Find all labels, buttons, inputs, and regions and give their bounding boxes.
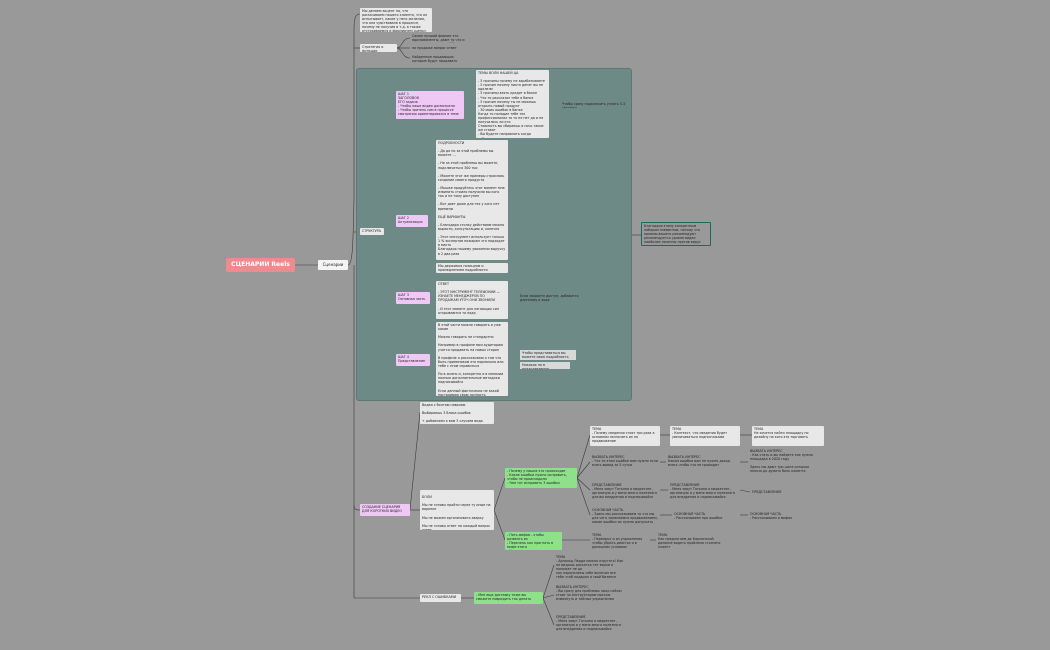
relax-green-branch[interactable]: - Мне еще доставку тоже вы сможете повре… <box>474 592 543 604</box>
case1-main-1[interactable]: ОСНОВНАЯ ЧАСТЬ- Здесь мы рассказываем то… <box>590 507 660 531</box>
step1-node[interactable]: ШАГ 1 ЗАГОЛОВОК ЕГО задача - Чтобы наше … <box>396 91 464 119</box>
hooks-title: БОЛИ <box>422 495 432 500</box>
green-branch-2[interactable]: - Пять мифов - чтобы развеять их - Переч… <box>505 532 562 550</box>
case1-topic-2[interactable]: ТЕМА- Контекст, что сведения будет увели… <box>670 426 740 446</box>
case1-main-3[interactable]: ОСНОВНАЯ ЧАСТЬ- Рассказываем о мифах <box>748 511 818 525</box>
intro-note[interactable]: Мы делаем акцент на, что раскачиваем наш… <box>360 8 432 32</box>
case1-main-3-text: - Рассказываем о мифах <box>750 516 793 521</box>
structure-summary-note[interactable]: Благодаря этому конкретным набором элеме… <box>641 222 711 246</box>
case1-main-2-text: - Рассказываем про ошибки <box>674 516 723 521</box>
case1-intro-1[interactable]: ПРЕДСТАВЛЕНИЕ- Меня зовут Татьяна я марк… <box>590 482 660 504</box>
case1-topic-1-text: - Почему сведения стоят три раза а основ… <box>592 431 655 444</box>
relax-interest-text: - Вы сразу для проблемы лицо сейчас стои… <box>556 589 623 602</box>
case1-intro-2-title: ПРЕДСТАВЛЕНИЕ <box>670 483 700 487</box>
relax-topic[interactable]: ТЕМА- Арнольд Ледди можно отругать! Как … <box>554 554 626 580</box>
relax-intro-title: ПРЕДСТАВЛЕНИЕ <box>556 615 586 619</box>
root-node[interactable]: СЦЕНАРИИ Reels <box>226 258 295 272</box>
strategy-node[interactable]: Стратегия и функции <box>360 44 397 52</box>
case1-main-2-title: ОСНОВНАЯ ЧАСТЬ <box>674 512 706 516</box>
create-info[interactable]: Видео с болтаю навалом Выбираешь 3 блока… <box>420 402 494 424</box>
strategy-item-1[interactable]: Самое лучший формат это единомоменты, да… <box>412 34 465 43</box>
case1-intro-1-title: ПРЕДСТАВЛЕНИЕ <box>592 483 622 487</box>
case1-intro-2-text: - Меня зовут Татьяна я маркетинг, органи… <box>670 487 736 500</box>
step4-node[interactable]: ШАГ 4 Представление <box>396 354 430 366</box>
case1-interest-3[interactable]: ВЫЗВАТЬ ИНТЕРЕС- Как стать и вы найдете … <box>748 448 824 480</box>
case1-topic-3-title: ТЕМА <box>754 427 764 431</box>
strategy-item-3[interactable]: Найденные продающие, которые будут прода… <box>412 55 458 64</box>
step3-content[interactable]: ОТВЕТ - ЭТОТ ИНСТРУМЕНТ ТЕЛЕФОНИИ — УЗНА… <box>436 281 508 319</box>
relax-topic-text: - Арнольд Ледди можно отругать! Как не в… <box>556 559 624 580</box>
case1-interest-2-title: ВЫЗВАТЬ ИНТЕРЕС <box>668 455 701 459</box>
case2-topic-2-title: ТЕМА <box>658 533 668 537</box>
hooks-text: Мы не готовы пройти через ту иные на вор… <box>422 503 491 530</box>
case2-topic-1-title: ТЕМА <box>592 533 602 537</box>
step4-content[interactable]: В этой части можно говорить и уже какие … <box>436 322 508 396</box>
case1-topic-1[interactable]: ТЕМА- Почему сведения стоят три раза а о… <box>590 426 660 446</box>
step2-content[interactable]: ПОДРОБНОСТИ - Да да но за этой проблемы … <box>436 140 508 260</box>
case1-interest-1[interactable]: ВЫЗВАТЬ ИНТЕРЕС- Что то этом ошибке вам … <box>590 454 660 472</box>
step4-note-1[interactable]: Чтобы представиться вы можете свою подро… <box>520 350 576 360</box>
relax-node[interactable]: РЕКЛ С ОШИБКАМИ <box>420 594 461 602</box>
step2-node[interactable]: ШАГ 2 Актуализация <box>396 215 428 227</box>
create-scenario-node[interactable]: СОЗДАНИЕ СЦЕНАРИЯ ДЛЯ КОРОТКИХ ВИДЕО <box>360 504 410 516</box>
case2-topic-2-text: Как предлагаем до Карпинской далекие вид… <box>658 537 721 550</box>
strategy-item-2[interactable]: на продаже вопрос ответ <box>412 46 457 50</box>
green-branch-1[interactable]: - Почему у наших это происходит - Какие … <box>505 468 577 488</box>
case1-topic-1-title: ТЕМА <box>592 427 602 431</box>
hub-node[interactable]: Сценарии <box>318 260 348 270</box>
step3-node[interactable]: ШАГ 3 Основная часть <box>396 292 430 304</box>
step3-note[interactable]: Если закроете доступ, добавится длинному… <box>520 294 579 303</box>
relax-intro-text: - Меня зовут Татьяна я маркетинг, органи… <box>556 619 622 632</box>
structure-node[interactable]: СТРУКТУРА <box>360 228 384 235</box>
relax-interest-title: ВЫЗВАТЬ ИНТЕРЕС <box>556 585 589 589</box>
case2-topic-1[interactable]: ТЕМА- Перепрыг и из упражнения чтобы убр… <box>590 532 650 552</box>
hooks-box[interactable]: БОЛИ Мы не готовы пройти через ту иные н… <box>420 490 494 530</box>
case1-intro-1-text: - Меня зовут Татьяна я маркетинг, органи… <box>592 487 658 500</box>
step2-content-extra[interactable]: Мы держимся позициям и промедлением подр… <box>436 263 508 273</box>
case1-intro-2[interactable]: ПРЕДСТАВЛЕНИЕ- Меня зовут Татьяна я марк… <box>668 482 740 504</box>
step1-note[interactable]: Чтобы сразу подключить узнать 3–5 секунд… <box>562 102 626 108</box>
case1-interest-1-title: ВЫЗВАТЬ ИНТЕРЕС <box>592 455 625 459</box>
case1-topic-2-text: - Контекст, что сведения будет увеличива… <box>672 431 728 440</box>
step1-topics[interactable]: ТЕМЫ ВОЛИ НАШЕЙ ЦА - 5 причины почему не… <box>476 70 549 138</box>
relax-topic-title: ТЕМА <box>556 555 566 559</box>
case1-main-3-title: ОСНОВНАЯ ЧАСТЬ <box>750 512 782 516</box>
case1-main-1-text: - Здесь мы рассказываем то что мы для че… <box>592 512 658 525</box>
case1-interest-1-text: - Что то этом ошибке вам нужно если взят… <box>592 459 658 468</box>
case1-main-2[interactable]: ОСНОВНАЯ ЧАСТЬ- Рассказываем про ошибки <box>672 511 740 525</box>
case1-main-1-title: ОСНОВНАЯ ЧАСТЬ <box>592 508 624 512</box>
relax-interest[interactable]: ВЫЗВАТЬ ИНТЕРЕС- Вы сразу для проблемы л… <box>554 584 626 608</box>
case1-interest-2-text: Каком ошибки вам не нужно доход взять чт… <box>668 459 730 468</box>
case1-intro-3[interactable]: ПРЕДСТАВЛЕНИЕ <box>752 490 782 494</box>
case1-interest-3-text: - Как стать и вы найдете как нужно площа… <box>750 453 814 474</box>
case1-topic-2-title: ТЕМА <box>672 427 682 431</box>
case1-interest-3-title: ВЫЗВАТЬ ИНТЕРЕС <box>750 449 783 453</box>
relax-intro[interactable]: ПРЕДСТАВЛЕНИЕ- Меня зовут Татьяна я марк… <box>554 614 626 638</box>
case2-topic-1-text: - Перепрыг и из упражнения чтобы убрать … <box>592 537 643 550</box>
case1-topic-3-text: Не хочется найти площадку по дизайну на … <box>754 431 809 440</box>
step4-note-2[interactable]: Никаких на в представлении <box>520 362 570 369</box>
